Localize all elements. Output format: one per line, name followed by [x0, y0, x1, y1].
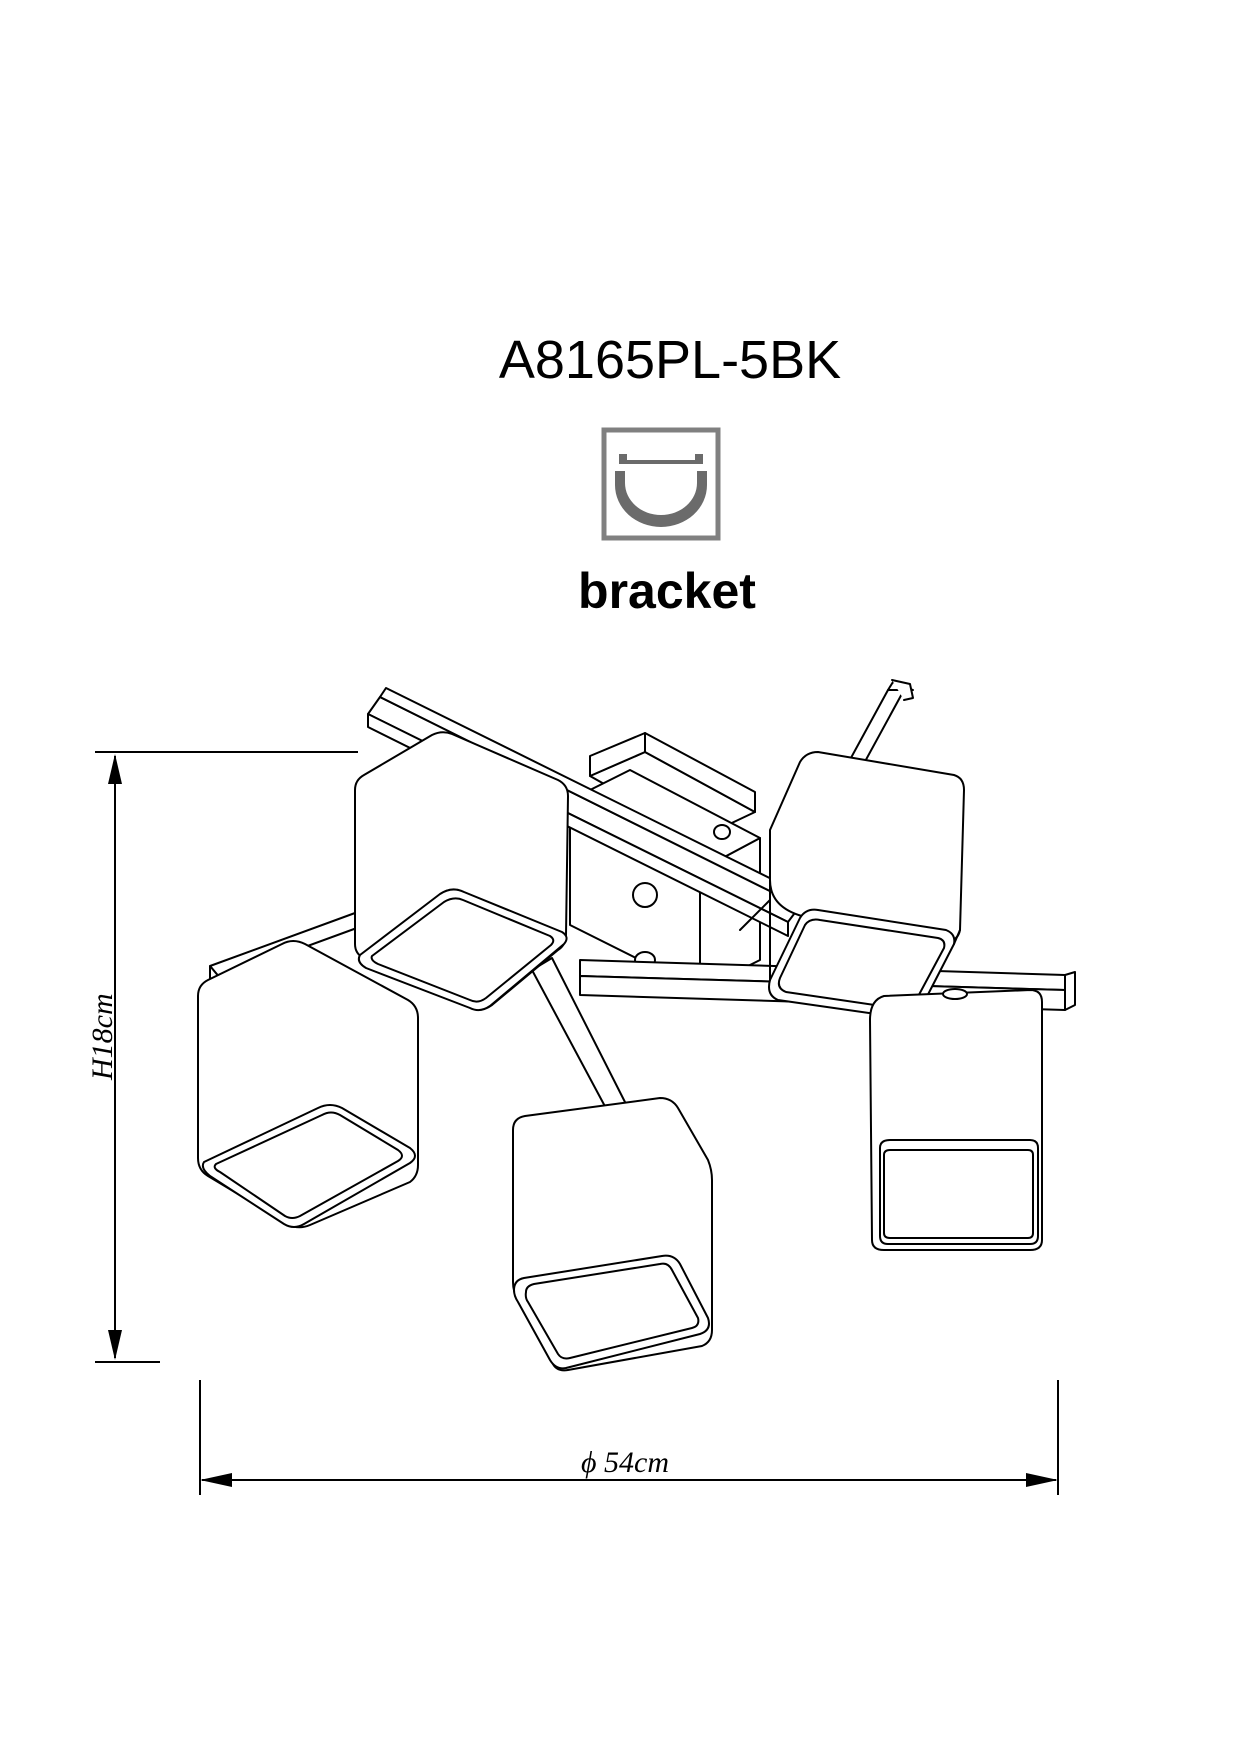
shade-front	[512, 1097, 713, 1372]
diameter-dimension-line	[199, 1380, 1059, 1495]
shade-top-left	[354, 731, 569, 1012]
mount-type-label: bracket	[578, 563, 756, 619]
diameter-symbol: ϕ	[581, 1446, 597, 1479]
bracket-mount-icon	[601, 427, 721, 541]
height-dimension-line	[95, 751, 358, 1363]
model-title: A8165PL-5BK	[498, 330, 842, 390]
shade-left	[197, 940, 419, 1229]
diameter-label: 54cm	[604, 1446, 669, 1479]
height-label: H18cm	[86, 993, 119, 1081]
shade-right	[869, 988, 1043, 1251]
shade-back-right	[739, 751, 965, 1020]
